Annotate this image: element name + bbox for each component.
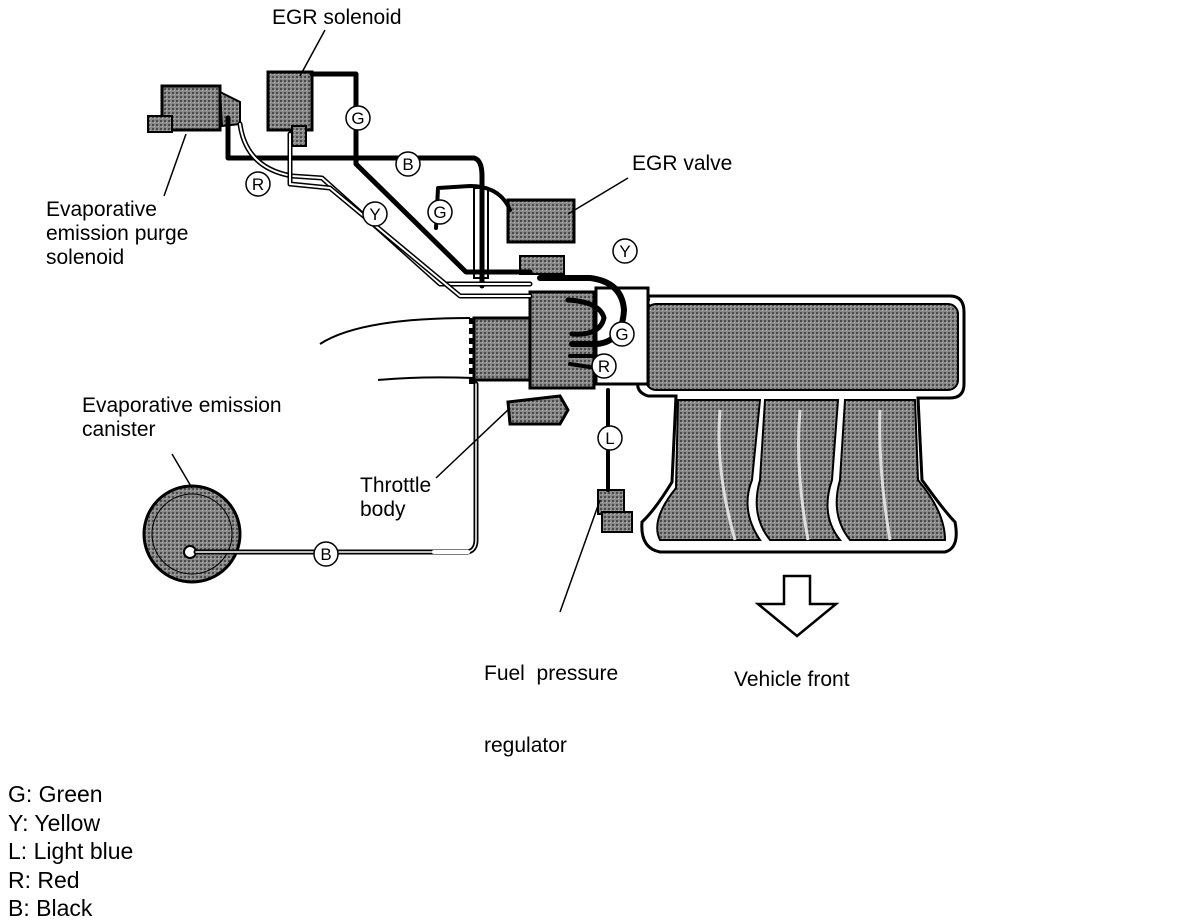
hose-tag-r-purge: R xyxy=(245,171,271,197)
vacuum-hoses xyxy=(193,71,627,555)
egr-solenoid xyxy=(266,70,314,147)
canister xyxy=(142,484,242,584)
hose-tag-b-canister: B xyxy=(313,541,339,567)
label-egr-valve: EGR valve xyxy=(632,152,733,175)
legend-green: G: Green xyxy=(8,781,103,807)
svg-text:G: G xyxy=(615,325,628,344)
label-throttle-body: Throttle body xyxy=(360,474,431,522)
vehicle-front-arrow xyxy=(754,574,840,638)
legend-light-blue: L: Light blue xyxy=(8,838,134,864)
svg-text:R: R xyxy=(598,357,610,376)
label-canister: Evaporative emission canister xyxy=(82,394,282,442)
legend-black: B: Black xyxy=(8,895,93,921)
label-throttle-body-line1: Throttle xyxy=(360,474,432,497)
color-legend: G: Green Y: Yellow L: Light blue R: Red … xyxy=(8,780,133,923)
label-purge-solenoid-line3: solenoid xyxy=(46,246,125,269)
label-vehicle-front: Vehicle front xyxy=(734,668,850,691)
leader-lines xyxy=(163,29,629,613)
fuel-pressure-regulator xyxy=(597,489,633,533)
hose-tag-g-egr-solenoid: G xyxy=(345,105,371,131)
svg-text:R: R xyxy=(252,175,264,194)
hose-tags: G B R Y G Y G R xyxy=(245,105,638,567)
label-purge-solenoid-line1: Evaporative xyxy=(46,198,157,221)
purge-solenoid xyxy=(147,84,241,133)
hose-tag-r-manifold: R xyxy=(591,353,617,379)
svg-text:B: B xyxy=(320,545,331,564)
svg-text:Y: Y xyxy=(619,242,630,261)
label-canister-line2: canister xyxy=(82,418,156,441)
label-purge-solenoid: Evaporative emission purge solenoid xyxy=(46,198,188,270)
svg-text:G: G xyxy=(351,109,364,128)
svg-text:L: L xyxy=(605,429,614,448)
svg-text:G: G xyxy=(433,203,446,222)
label-fuel-pressure-regulator-line2: regulator xyxy=(484,734,567,757)
label-fuel-pressure-regulator-line1: Fuel pressure xyxy=(484,662,619,685)
hose-tag-y-egr-solenoid: Y xyxy=(362,201,388,227)
label-fuel-pressure-regulator: Fuel pressure regulator xyxy=(484,614,618,782)
label-egr-solenoid: EGR solenoid xyxy=(272,6,402,29)
label-canister-line1: Evaporative emission xyxy=(82,394,282,417)
hose-tag-g-egr-valve: G xyxy=(427,199,453,225)
label-purge-solenoid-line2: emission purge xyxy=(46,222,189,245)
label-throttle-body-line2: body xyxy=(360,498,406,521)
hose-tag-l-regulator: L xyxy=(597,425,623,451)
intake-manifold xyxy=(594,286,966,554)
hose-tag-g-manifold: G xyxy=(609,321,635,347)
svg-text:Y: Y xyxy=(369,205,380,224)
hose-tag-y-manifold: Y xyxy=(612,238,638,264)
throttle-body xyxy=(319,255,596,426)
legend-yellow: Y: Yellow xyxy=(8,809,101,836)
hose-tag-b-top: B xyxy=(395,151,421,177)
legend-red: R: Red xyxy=(8,866,80,893)
svg-text:B: B xyxy=(402,155,413,174)
